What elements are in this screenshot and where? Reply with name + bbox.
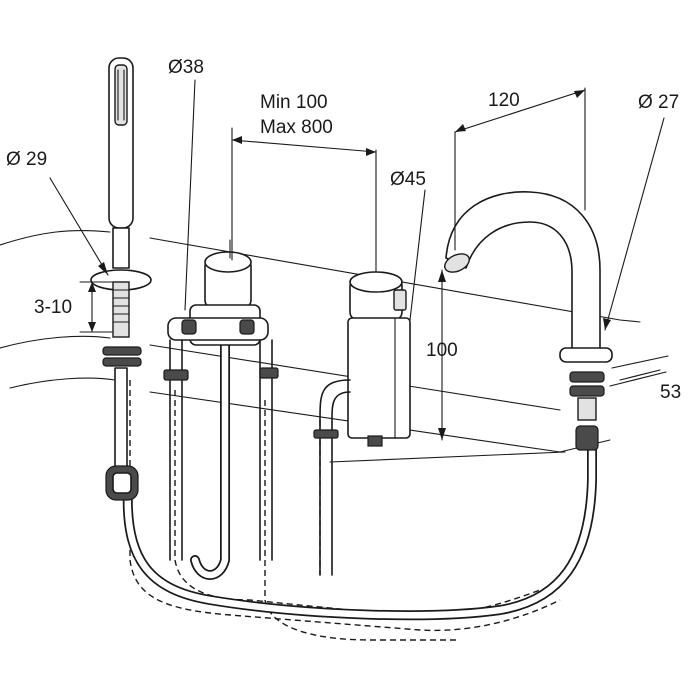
label-diameter-29: Ø 29 — [6, 149, 47, 170]
label-length-53: 53 — [660, 382, 681, 403]
bath-spout — [444, 191, 613, 451]
thermostatic-body — [313, 271, 411, 576]
dimension-labels: Ø38 Min 100 Max 800 Ø 29 Ø45 120 Ø 27 3-… — [6, 57, 681, 403]
dimension-lines — [49, 79, 669, 441]
label-length-120: 120 — [488, 90, 520, 111]
label-diameter-27: Ø 27 — [638, 92, 679, 113]
label-min-100: Min 100 — [260, 92, 328, 113]
shower-hose — [122, 325, 597, 621]
label-max-800: Max 800 — [260, 117, 333, 138]
label-height-100: 100 — [426, 340, 458, 361]
label-thickness-3-10: 3-10 — [34, 297, 72, 318]
label-diameter-45: Ø45 — [390, 169, 426, 190]
mixer-valve — [163, 239, 279, 561]
label-diameter-38: Ø38 — [168, 57, 204, 78]
handshower — [90, 57, 152, 501]
